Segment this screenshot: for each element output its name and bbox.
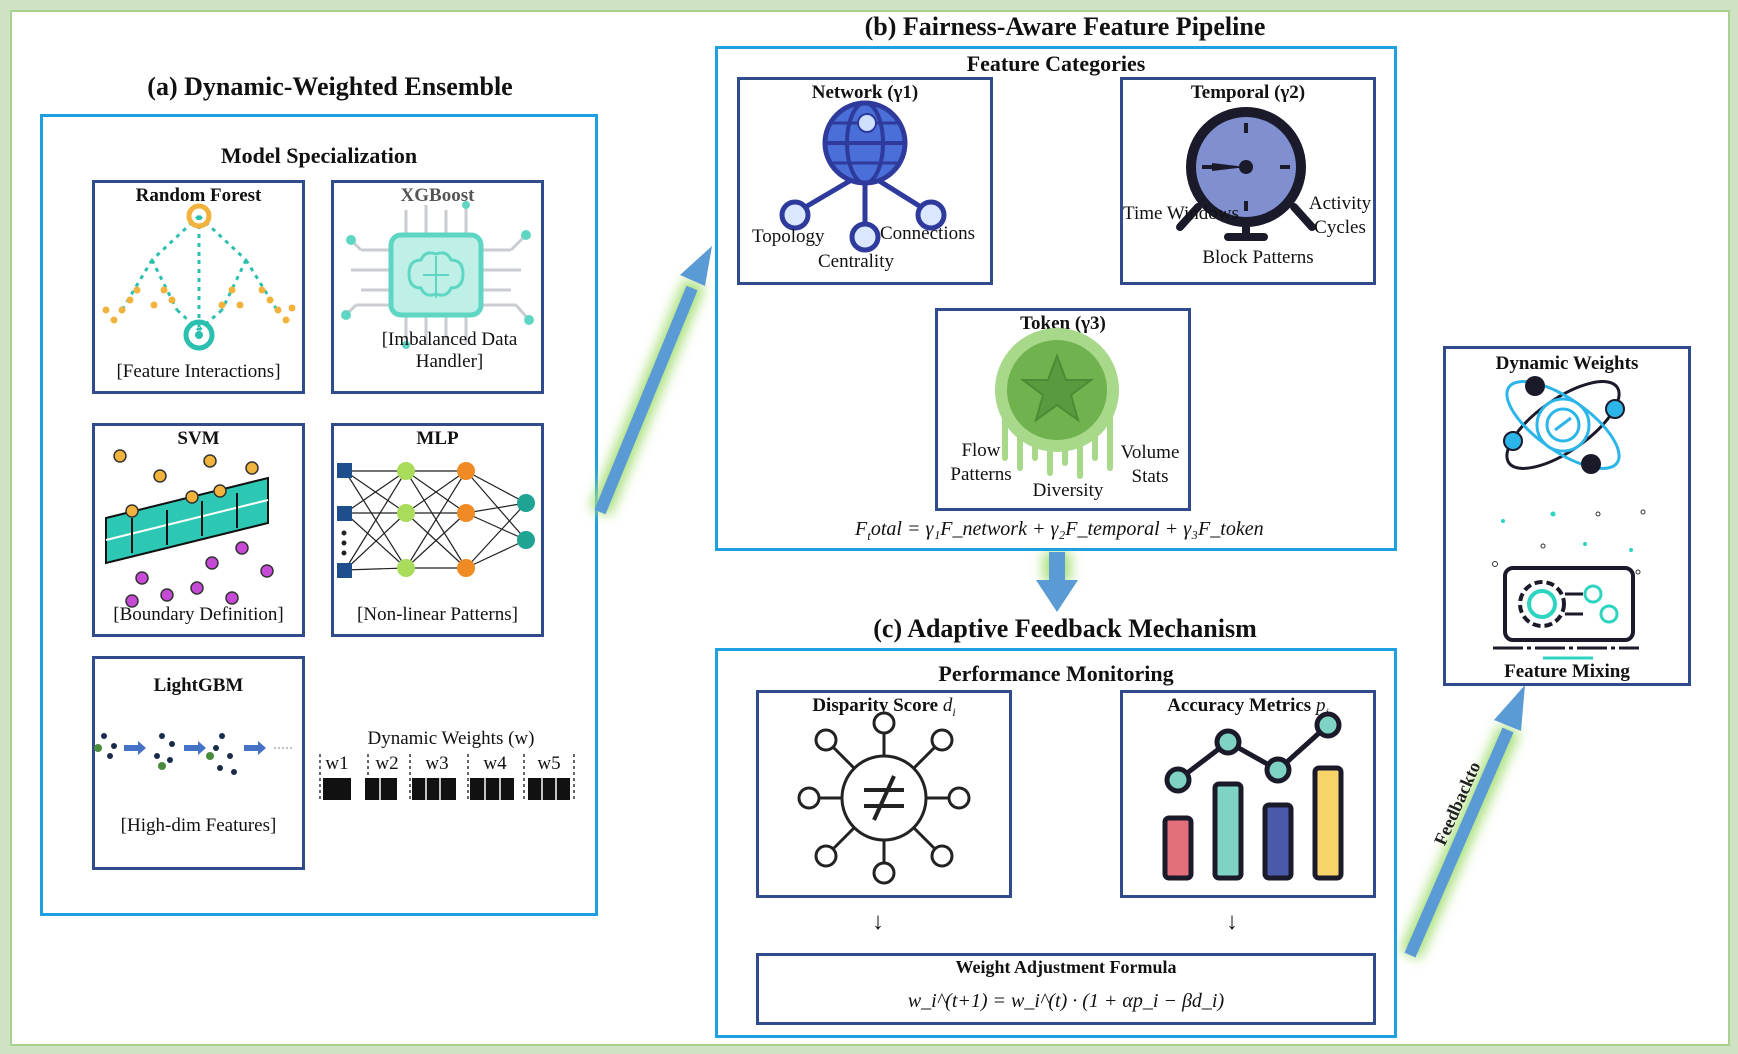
disparity-var: d	[942, 695, 953, 716]
formula-rhs: = γ₁F_network + γ₂F_temporal + γ₃F_token	[906, 518, 1264, 540]
temporal-card: Temporal (γ2) Time Windows Block Pattern…	[1120, 77, 1376, 285]
xgboost-caption: [Imbalanced Data Handler]	[381, 329, 518, 372]
weight-w5: w5	[537, 753, 561, 774]
temporal-label-block-patterns: Block Patterns	[1202, 247, 1314, 268]
formula-lhs-rest: otal	[870, 518, 902, 540]
mlp-title: MLP	[416, 428, 459, 449]
xgboost-title: XGBoost	[400, 185, 475, 206]
disparity-title: Disparity Score di	[759, 695, 1009, 720]
weight-w2: w2	[375, 753, 399, 774]
svm-caption: [Boundary Definition]	[113, 604, 284, 625]
token-label-diversity: Diversity	[1032, 480, 1104, 501]
random-forest-caption: [Feature Interactions]	[116, 361, 281, 382]
temporal-title: Temporal (γ2)	[1190, 82, 1306, 103]
feature-mixing-title: Feature Mixing	[1504, 661, 1630, 682]
disparity-title-text: Disparity Score	[812, 695, 939, 716]
temporal-label-time-windows: Time Windows	[1123, 203, 1239, 224]
weight-w4: w4	[483, 753, 507, 774]
dynamic-weights-title: Dynamic Weights	[1495, 353, 1639, 374]
formula-lhs: F	[855, 518, 868, 540]
lightgbm-caption: [High-dim Features]	[120, 815, 277, 836]
weight-w1: w1	[325, 753, 349, 774]
accuracy-var: p	[1315, 695, 1326, 716]
feedback-title: (c) Adaptive Feedback Mechanism	[873, 614, 1257, 643]
not-equal-network-icon	[797, 711, 971, 885]
token-label-volume-stats: Volume Stats	[1120, 442, 1180, 487]
accuracy-title-text: Accuracy Metrics	[1167, 695, 1312, 716]
neural-network-icon	[337, 462, 535, 578]
network-label-centrality: Centrality	[818, 251, 894, 272]
disparity-sub: i	[952, 704, 956, 719]
temporal-label-activity-cycles: Activity Cycles	[1308, 193, 1372, 238]
weight-formula-title: Weight Adjustment Formula	[955, 957, 1177, 977]
random-forest-card: Random Forest [Feature Interactions]	[92, 180, 305, 394]
down-arrow-disparity: ↓	[872, 909, 884, 935]
svm-title: SVM	[177, 428, 220, 449]
weight-formula: w_i^(t+1) = w_i^(t) · (1 + αp_i − βd_i)	[907, 990, 1225, 1012]
network-globe-icon	[779, 100, 947, 253]
network-title: Network (γ1)	[811, 82, 919, 103]
pipeline-title: (b) Fairness-Aware Feature Pipeline	[864, 12, 1266, 41]
network-label-connections: Connections	[880, 223, 975, 244]
xgboost-card: XGBoost [Imbalanced Data Handler]	[331, 180, 544, 394]
mlp-card: MLP [Non-linear Patterns]	[331, 423, 544, 637]
lightgbm-card: LightGBM [High-dim Features]	[92, 656, 305, 870]
right-panel: Dynamic Weights	[1443, 346, 1691, 686]
boosting-trees-icon	[94, 733, 292, 775]
lightgbm-title: LightGBM	[153, 675, 244, 696]
total-feature-formula: Ftotal = γ₁F_network + γ₂F_temporal + γ₃…	[855, 518, 1264, 544]
orbit-and-mixer-icons	[1492, 376, 1646, 660]
disparity-card: Disparity Score di	[756, 690, 1012, 898]
ai-chip-icon	[341, 201, 534, 349]
mixer-monitor-icon	[1493, 566, 1639, 660]
scatter-dots	[1492, 509, 1646, 575]
feature-categories-title: Feature Categories	[966, 51, 1146, 76]
accuracy-card: Accuracy Metrics pi	[1120, 690, 1376, 898]
performance-monitoring-title: Performance Monitoring	[938, 661, 1174, 686]
ensemble-title: (a) Dynamic-Weighted Ensemble	[147, 72, 513, 101]
svm-card: SVM [Boundary Definition]	[92, 423, 305, 637]
random-forest-title: Random Forest	[135, 185, 262, 206]
mlp-caption: [Non-linear Patterns]	[357, 604, 518, 625]
weight-formula-box: Weight Adjustment Formula w_i^(t+1) = w_…	[756, 953, 1376, 1025]
weights-bar: w1 w2 w3 w4 w5	[319, 752, 578, 802]
svm-boundary-icon	[105, 449, 274, 608]
token-card: Token (γ3) Flow Patterns Diversity Volum…	[935, 308, 1191, 511]
weights-separators	[319, 754, 575, 800]
token-title: Token (γ3)	[1020, 313, 1106, 334]
network-label-topology: Topology	[752, 226, 825, 247]
decision-tree-icon	[102, 203, 296, 351]
orbit-icon	[1503, 376, 1625, 474]
model-specialization-title: Model Specialization	[220, 143, 418, 168]
token-label-flow-patterns: Flow Patterns	[950, 440, 1012, 485]
network-card: Network (γ1) Topology Centrality Connect…	[737, 77, 993, 285]
bar-chart-icon	[1162, 711, 1344, 881]
weight-w3: w3	[425, 753, 449, 774]
coin-icon	[995, 328, 1119, 479]
clock-icon	[1176, 107, 1316, 241]
formula-lhs-sub: t	[867, 528, 871, 543]
weights-title: Dynamic Weights (w)	[367, 728, 535, 749]
down-arrow-accuracy: ↓	[1226, 909, 1238, 935]
